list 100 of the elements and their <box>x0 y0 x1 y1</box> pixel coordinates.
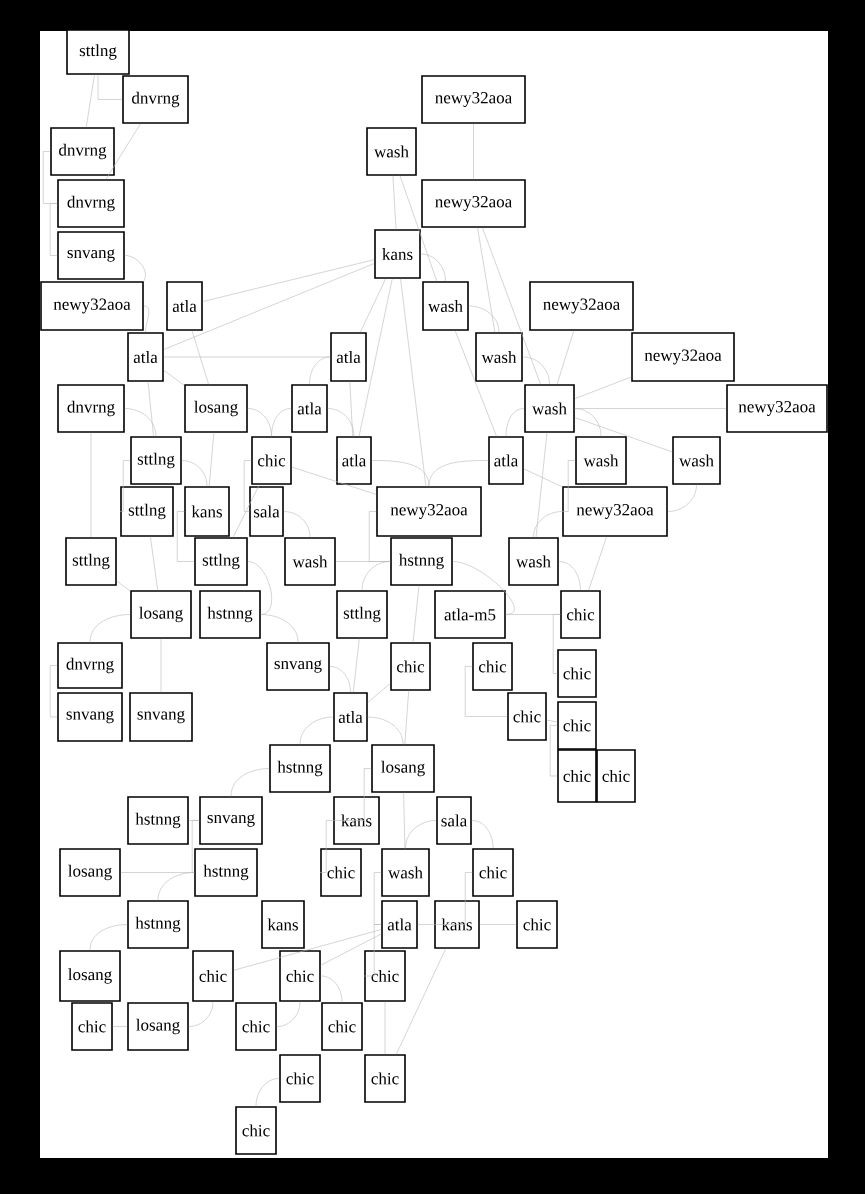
connector-line <box>392 175 397 230</box>
connector-line <box>400 278 427 487</box>
node-box: kans <box>184 486 230 537</box>
connector-line <box>433 872 473 925</box>
connector-line <box>320 975 343 1003</box>
node-box: chic <box>557 749 597 803</box>
connector-line <box>191 820 200 873</box>
connector-line <box>556 330 575 385</box>
connector-line <box>176 511 195 562</box>
node-box: chic <box>507 692 547 741</box>
node-box: snvang <box>266 642 330 691</box>
connector-line <box>243 460 252 512</box>
node-box: chic <box>364 1054 406 1103</box>
connector-line <box>505 408 525 437</box>
connector-line <box>420 253 446 282</box>
node-box: dnvrng <box>57 179 125 228</box>
node-box: wash <box>422 281 469 331</box>
node-box: atla <box>336 436 372 485</box>
connector-line <box>309 356 331 385</box>
node-box: snvang <box>57 231 125 280</box>
node-box: wash <box>672 436 721 485</box>
node-box: sttlng <box>336 590 388 639</box>
node-box: kans <box>261 900 305 949</box>
connector-line <box>150 536 158 591</box>
node-box: newy32aoa <box>529 281 634 331</box>
node-box: newy32aoa <box>631 332 735 382</box>
connector-line <box>404 690 410 745</box>
connector-line <box>352 638 360 693</box>
node-box: newy32aoa <box>40 281 144 331</box>
connector-line <box>535 432 548 538</box>
node-box: hstnng <box>269 744 331 793</box>
node-box: chic <box>557 649 597 698</box>
node-box: newy32aoa <box>421 75 526 124</box>
connector-line <box>574 408 602 437</box>
connector-line <box>349 381 353 437</box>
connector-line <box>399 175 438 282</box>
connector-line <box>332 768 372 821</box>
node-box: sttlng <box>65 537 117 586</box>
node-box: wash <box>524 384 575 433</box>
connector-line <box>191 330 209 385</box>
node-box: wash <box>366 127 417 176</box>
node-box: losang <box>59 950 121 1002</box>
node-box: chic <box>557 701 597 750</box>
connector-line <box>112 1026 128 1027</box>
node-box: atla <box>127 332 164 382</box>
connector-line <box>86 74 95 128</box>
connector-line <box>247 561 272 615</box>
connector-line <box>417 924 435 925</box>
connector-line <box>260 614 299 643</box>
connector-line <box>373 872 382 925</box>
connector-line <box>412 585 420 643</box>
node-box: atla <box>381 900 418 949</box>
node-box: kans <box>333 796 380 845</box>
connector-line <box>360 278 386 333</box>
connector-line <box>116 580 131 592</box>
connector-line <box>232 484 260 538</box>
connector-line <box>482 227 541 385</box>
node-box: hstnng <box>390 537 453 586</box>
connector-line <box>479 924 517 925</box>
node-box: atla <box>330 332 367 382</box>
connector-line <box>428 460 489 487</box>
node-box: sttlng <box>66 29 130 75</box>
connector-line <box>468 305 500 333</box>
node-box: wash <box>508 537 559 586</box>
connector-line <box>574 376 632 400</box>
node-box: newy32aoa <box>421 179 526 228</box>
connector-line <box>363 924 382 977</box>
connector-line <box>403 792 406 849</box>
connector-line <box>549 725 558 777</box>
node-box: losang <box>130 590 192 639</box>
connector-line <box>233 929 382 971</box>
connector-line <box>464 666 508 717</box>
node-box: atla-m5 <box>434 590 506 639</box>
connector-line <box>452 561 515 615</box>
connector-line <box>124 255 146 282</box>
node-box: sala <box>249 486 284 537</box>
node-box: losang <box>59 848 121 897</box>
node-box: kans <box>434 900 480 949</box>
connector-line <box>574 417 673 453</box>
node-box: dnvrng <box>50 127 115 176</box>
connector-line <box>89 614 131 643</box>
node-box: chic <box>364 950 406 1002</box>
node-box: kans <box>374 229 421 279</box>
node-box: chic <box>235 1106 277 1155</box>
connector-line <box>327 408 355 437</box>
connector-line <box>89 924 128 951</box>
node-box: chic <box>516 900 558 949</box>
node-box: wash <box>475 332 523 382</box>
connector-line <box>358 278 393 437</box>
connector-line <box>49 203 58 256</box>
connector-line <box>320 933 382 966</box>
connector-line <box>667 484 697 512</box>
connector-line <box>533 511 563 538</box>
connector-line <box>558 561 581 591</box>
node-box: sttlng <box>194 537 248 586</box>
connector-line <box>367 716 404 745</box>
node-box: chic <box>235 1002 277 1051</box>
node-box: sttlng <box>130 436 182 485</box>
connector-line <box>523 468 563 488</box>
connector-line <box>371 460 430 487</box>
